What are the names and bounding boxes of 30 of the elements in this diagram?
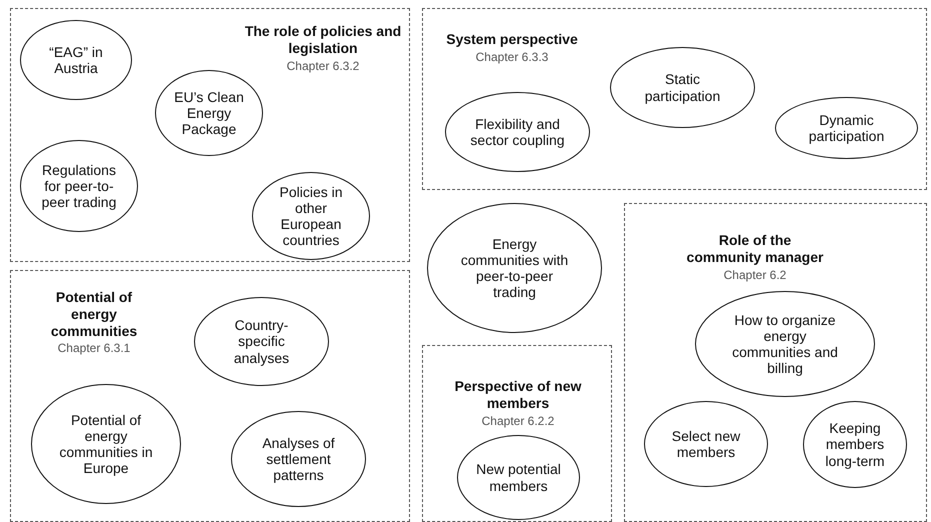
topic-ellipse: Flexibility and sector coupling	[445, 92, 590, 172]
section-panel	[422, 345, 612, 522]
topic-ellipse: Dynamic participation	[775, 97, 918, 159]
section-heading: Role of the community manager	[686, 232, 824, 266]
section-heading: System perspective	[446, 31, 578, 48]
topic-ellipse: Regulations for peer-to-peer trading	[20, 140, 138, 232]
topic-ellipse: Analyses of settlement patterns	[231, 411, 366, 507]
topic-ellipse: EU’s Clean Energy Package	[155, 70, 263, 156]
topic-ellipse: Country-specific analyses	[194, 297, 329, 386]
topic-ellipse: “EAG” in Austria	[20, 20, 132, 100]
topic-ellipse: Policies in other European countries	[252, 172, 370, 260]
topic-ellipse: Keeping members long-term	[803, 401, 907, 488]
chapter-reference: Chapter 6.3.1	[58, 341, 130, 356]
section-panel	[422, 8, 927, 190]
chapter-reference: Chapter 6.3.3	[476, 50, 548, 64]
chapter-reference: Chapter 6.2.2	[482, 414, 554, 428]
section-panel	[10, 270, 410, 522]
chapter-reference: Chapter 6.2	[724, 268, 786, 282]
topic-ellipse: Select new members	[644, 401, 768, 487]
section-panel	[10, 8, 410, 262]
section-heading: The role of policies and legislation	[244, 23, 402, 57]
topic-ellipse: How to organize energy communities and billing	[695, 291, 875, 397]
topic-ellipse: New potential members	[457, 435, 580, 520]
topic-ellipse: Static participation	[610, 47, 755, 128]
section-panel	[624, 203, 927, 522]
topic-ellipse: Energy communities with peer-to-peer trading	[427, 203, 602, 333]
section-heading: Potential of energy communities	[50, 289, 138, 340]
chapter-reference: Chapter 6.3.2	[286, 58, 360, 73]
topic-ellipse: Potential of energy communities in Europe	[31, 384, 181, 504]
section-heading: Perspective of new members	[454, 378, 582, 412]
